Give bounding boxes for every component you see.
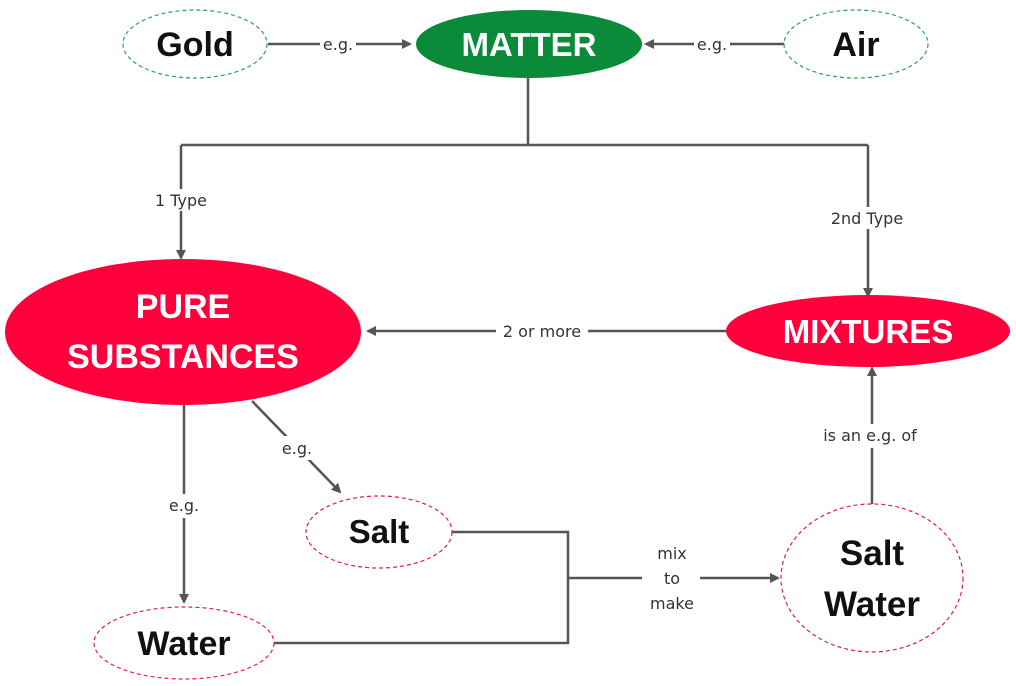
edge-label-bg [823, 207, 911, 229]
edge-label-make: make [650, 594, 694, 613]
node-salt: Salt [305, 495, 453, 569]
node-saltwater-label-line1: Salt [840, 534, 905, 573]
node-mixtures-label: MIXTURES [783, 313, 954, 350]
edge-salt-connector [452, 530, 570, 578]
edge-label-bg [818, 424, 924, 448]
node-salt-label: Salt [349, 513, 410, 550]
node-mixtures: MIXTURES [726, 295, 1010, 367]
node-air: Air [783, 9, 929, 79]
node-saltwater-label-line2: Water [824, 585, 920, 624]
node-pure-label-line2: SUBSTANCES [67, 338, 299, 376]
edge-label-bg [164, 494, 204, 518]
edge-label-bg [320, 34, 356, 54]
node-gold-label: Gold [156, 26, 233, 64]
edge-label-bg [694, 34, 730, 54]
node-gold: Gold [122, 9, 268, 79]
node-water: Water [93, 606, 275, 680]
edge-label-pure-salt-eg: e.g. [282, 439, 312, 458]
node-matter: MATTER [416, 10, 642, 78]
edge-label-type1: 1 Type [155, 191, 207, 210]
edge-label-type2: 2nd Type [831, 209, 903, 228]
edge-label-bg [642, 540, 700, 614]
edge-label-is-eg-of: is an e.g. of [823, 426, 917, 445]
node-salt-water: Salt Water [780, 503, 964, 653]
edge-label-mix: mix [657, 544, 687, 563]
edge-label-bg [278, 436, 318, 460]
node-pure-substances: PURE SUBSTANCES [5, 259, 361, 405]
edge-label-bg [496, 320, 588, 342]
edge-label-pure-water-eg: e.g. [169, 496, 199, 515]
edge-label-to: to [664, 569, 680, 588]
node-pure-label-line1: PURE [136, 288, 230, 326]
edge-label-two-or-more: 2 or more [503, 322, 581, 341]
edge-water-connector [274, 578, 570, 645]
node-water-label: Water [137, 625, 230, 663]
edge-label-bg [148, 189, 214, 211]
node-matter-label: MATTER [461, 26, 596, 63]
edge-label-gold-eg: e.g. [323, 35, 353, 54]
node-air-label: Air [832, 26, 879, 64]
edge-label-air-eg: e.g. [697, 35, 727, 54]
